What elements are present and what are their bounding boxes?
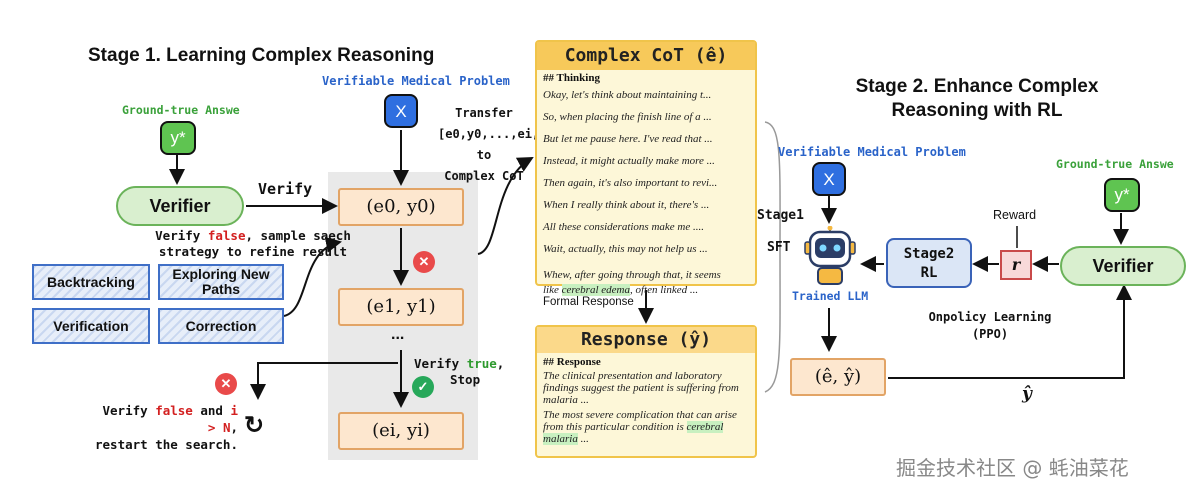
- stage2-rl-line2: RL: [920, 265, 938, 281]
- cot-final-a: like: [543, 284, 562, 296]
- stage2-title-line1: Stage 2. Enhance Complex: [855, 76, 1099, 97]
- cot-line: But let me pause here. I've read that ..…: [543, 133, 713, 145]
- problem-x-bubble: X: [384, 94, 418, 128]
- cot-line: Okay, let's think about maintaining t...: [543, 89, 712, 101]
- restart-false-keyword: false: [155, 403, 193, 418]
- transfer-line1: Transfer: [455, 106, 513, 120]
- cot-line: Then again, it's also important to revi.…: [543, 177, 718, 189]
- cot-final-c: , often linked ...: [629, 284, 699, 296]
- stage1-sft-line1: Stage1: [757, 208, 804, 223]
- stage2-ground-truth-label: Ground-true Answe: [1056, 157, 1174, 171]
- stage2-title: Stage 2. Enhance Complex Reasoning with …: [842, 75, 1112, 123]
- strategy-verification: Verification: [32, 308, 150, 344]
- response-heading: ## Response: [543, 356, 601, 368]
- stage2-ground-truth-bubble: y*: [1104, 178, 1140, 212]
- stop-label: Stop: [450, 372, 481, 387]
- cot-highlight: cerebral edema: [561, 284, 630, 296]
- response-paragraph1: The clinical presentation and laboratory…: [543, 370, 739, 406]
- stage1-verifier-box: Verifier: [116, 186, 244, 226]
- response-panel: Response (ŷ) ## Response The clinical pr…: [535, 325, 757, 458]
- reward-label: Reward: [993, 208, 1037, 222]
- verify-true-a: Verify: [414, 356, 467, 371]
- states-ellipsis: ...: [391, 326, 405, 343]
- verify-true-note: Verify true, Stop: [414, 356, 504, 388]
- stage2-problem-x-bubble: X: [812, 162, 846, 196]
- check-icon: ✓: [412, 376, 434, 398]
- stage1-sft-line2: SFT: [767, 240, 791, 255]
- complex-cot-symbol: (ê): [694, 45, 728, 66]
- transfer-line3: Complex CoT: [444, 169, 524, 183]
- onpolicy-line1: Onpolicy Learning: [928, 310, 1052, 324]
- strategy-correction: Correction: [158, 308, 284, 344]
- strategy-exploring-new-paths: Exploring New Paths: [158, 264, 284, 300]
- cot-line: When I really think about it, there's ..…: [543, 199, 710, 211]
- state-e1-y1: (e1, y1): [338, 288, 464, 326]
- stage1-verifiable-problem-label: Verifiable Medical Problem: [322, 74, 510, 88]
- stage2-output-pair: (ê, ŷ): [790, 358, 886, 396]
- cot-line: All these considerations make me ....: [543, 221, 704, 233]
- stage2-rl-box: Stage2 RL: [886, 238, 972, 288]
- stage2-rl-line1: Stage2: [903, 246, 955, 262]
- restart-c: and: [192, 403, 231, 418]
- complex-cot-panel: Complex CoT (ê) ## Thinking Okay, let's …: [535, 40, 757, 296]
- state-e0-y0: (e0, y0): [338, 188, 464, 226]
- response-symbol: (ŷ): [678, 329, 712, 350]
- strategy-backtracking: Backtracking: [32, 264, 150, 300]
- restart-condition: i > N: [207, 403, 238, 435]
- stage1-ground-truth-label: Ground-true Answe: [122, 103, 240, 117]
- onpolicy-line2: (PPO): [971, 327, 1009, 341]
- response-header: Response (ŷ): [537, 327, 755, 353]
- transfer-line2: [e0,y0,...,ei,yi] to: [438, 127, 561, 162]
- verify-true-c: ,: [496, 356, 505, 371]
- stage2-title-line2: Reasoning with RL: [891, 100, 1063, 121]
- restart-line2: restart the search.: [95, 437, 238, 452]
- verify-true-keyword: true: [466, 356, 497, 371]
- verify-label: Verify: [258, 180, 313, 198]
- restart-note: Verify false and i > N, restart the sear…: [88, 402, 238, 453]
- response-title: Response: [580, 329, 668, 350]
- verify-false-note-a: Verify: [155, 228, 208, 243]
- formal-response-label: Formal Response: [543, 296, 634, 308]
- cot-line: So, when placing the finish line of a ..…: [543, 111, 712, 123]
- stage1-sft-label: Stage1 SFT: [757, 200, 804, 264]
- cot-line: Wait, actually, this may not help us ...: [543, 243, 708, 255]
- response-p2a: The most severe complication that can ar…: [543, 409, 737, 433]
- trained-llm-label: Trained LLM: [792, 289, 869, 303]
- complex-cot-header: Complex CoT (ê): [537, 42, 755, 70]
- verify-false-note-c: , sample saech: [245, 228, 351, 243]
- restart-icon: ↻: [244, 412, 265, 439]
- restart-e: ,: [230, 420, 238, 435]
- verify-false-note: Verify false, sample saech strategy to r…: [148, 228, 358, 260]
- response-paragraph2: The most severe complication that can ar…: [543, 409, 749, 445]
- restart-error-x-icon: ✕: [215, 373, 237, 395]
- response-p2c: ...: [577, 433, 589, 445]
- cot-final: Whew, after going through that, it seems…: [543, 268, 749, 298]
- verify-false-keyword: false: [207, 228, 246, 243]
- stage2-verifiable-problem-label: Verifiable Medical Problem: [778, 145, 966, 159]
- cot-line: Instead, it might actually make more ...: [543, 155, 715, 167]
- stage1-title: Stage 1. Learning Complex Reasoning: [88, 45, 435, 66]
- cot-heading: ## Thinking: [543, 72, 600, 84]
- cot-final-line1: Whew, after going through that, it seems: [543, 269, 721, 281]
- ground-truth-bubble: y*: [160, 121, 196, 155]
- stage2-verifier-box: Verifier: [1060, 246, 1186, 286]
- verify-false-note-d: strategy to refine result: [158, 244, 348, 259]
- state-ei-yi: (ei, yi): [338, 412, 464, 450]
- error-x-icon: ✕: [413, 251, 435, 273]
- onpolicy-label: Onpolicy Learning (PPO): [915, 309, 1065, 343]
- robot-icon: [804, 226, 856, 285]
- reward-r-box: r: [1000, 250, 1032, 280]
- watermark: 掘金技术社区 @ 蚝油菜花: [896, 456, 1129, 480]
- y-hat-label: ŷ: [1022, 384, 1032, 404]
- complex-cot-title: Complex CoT: [564, 45, 684, 66]
- transfer-note: Transfer [e0,y0,...,ei,yi] to Complex Co…: [438, 103, 561, 187]
- restart-a: Verify: [102, 403, 156, 418]
